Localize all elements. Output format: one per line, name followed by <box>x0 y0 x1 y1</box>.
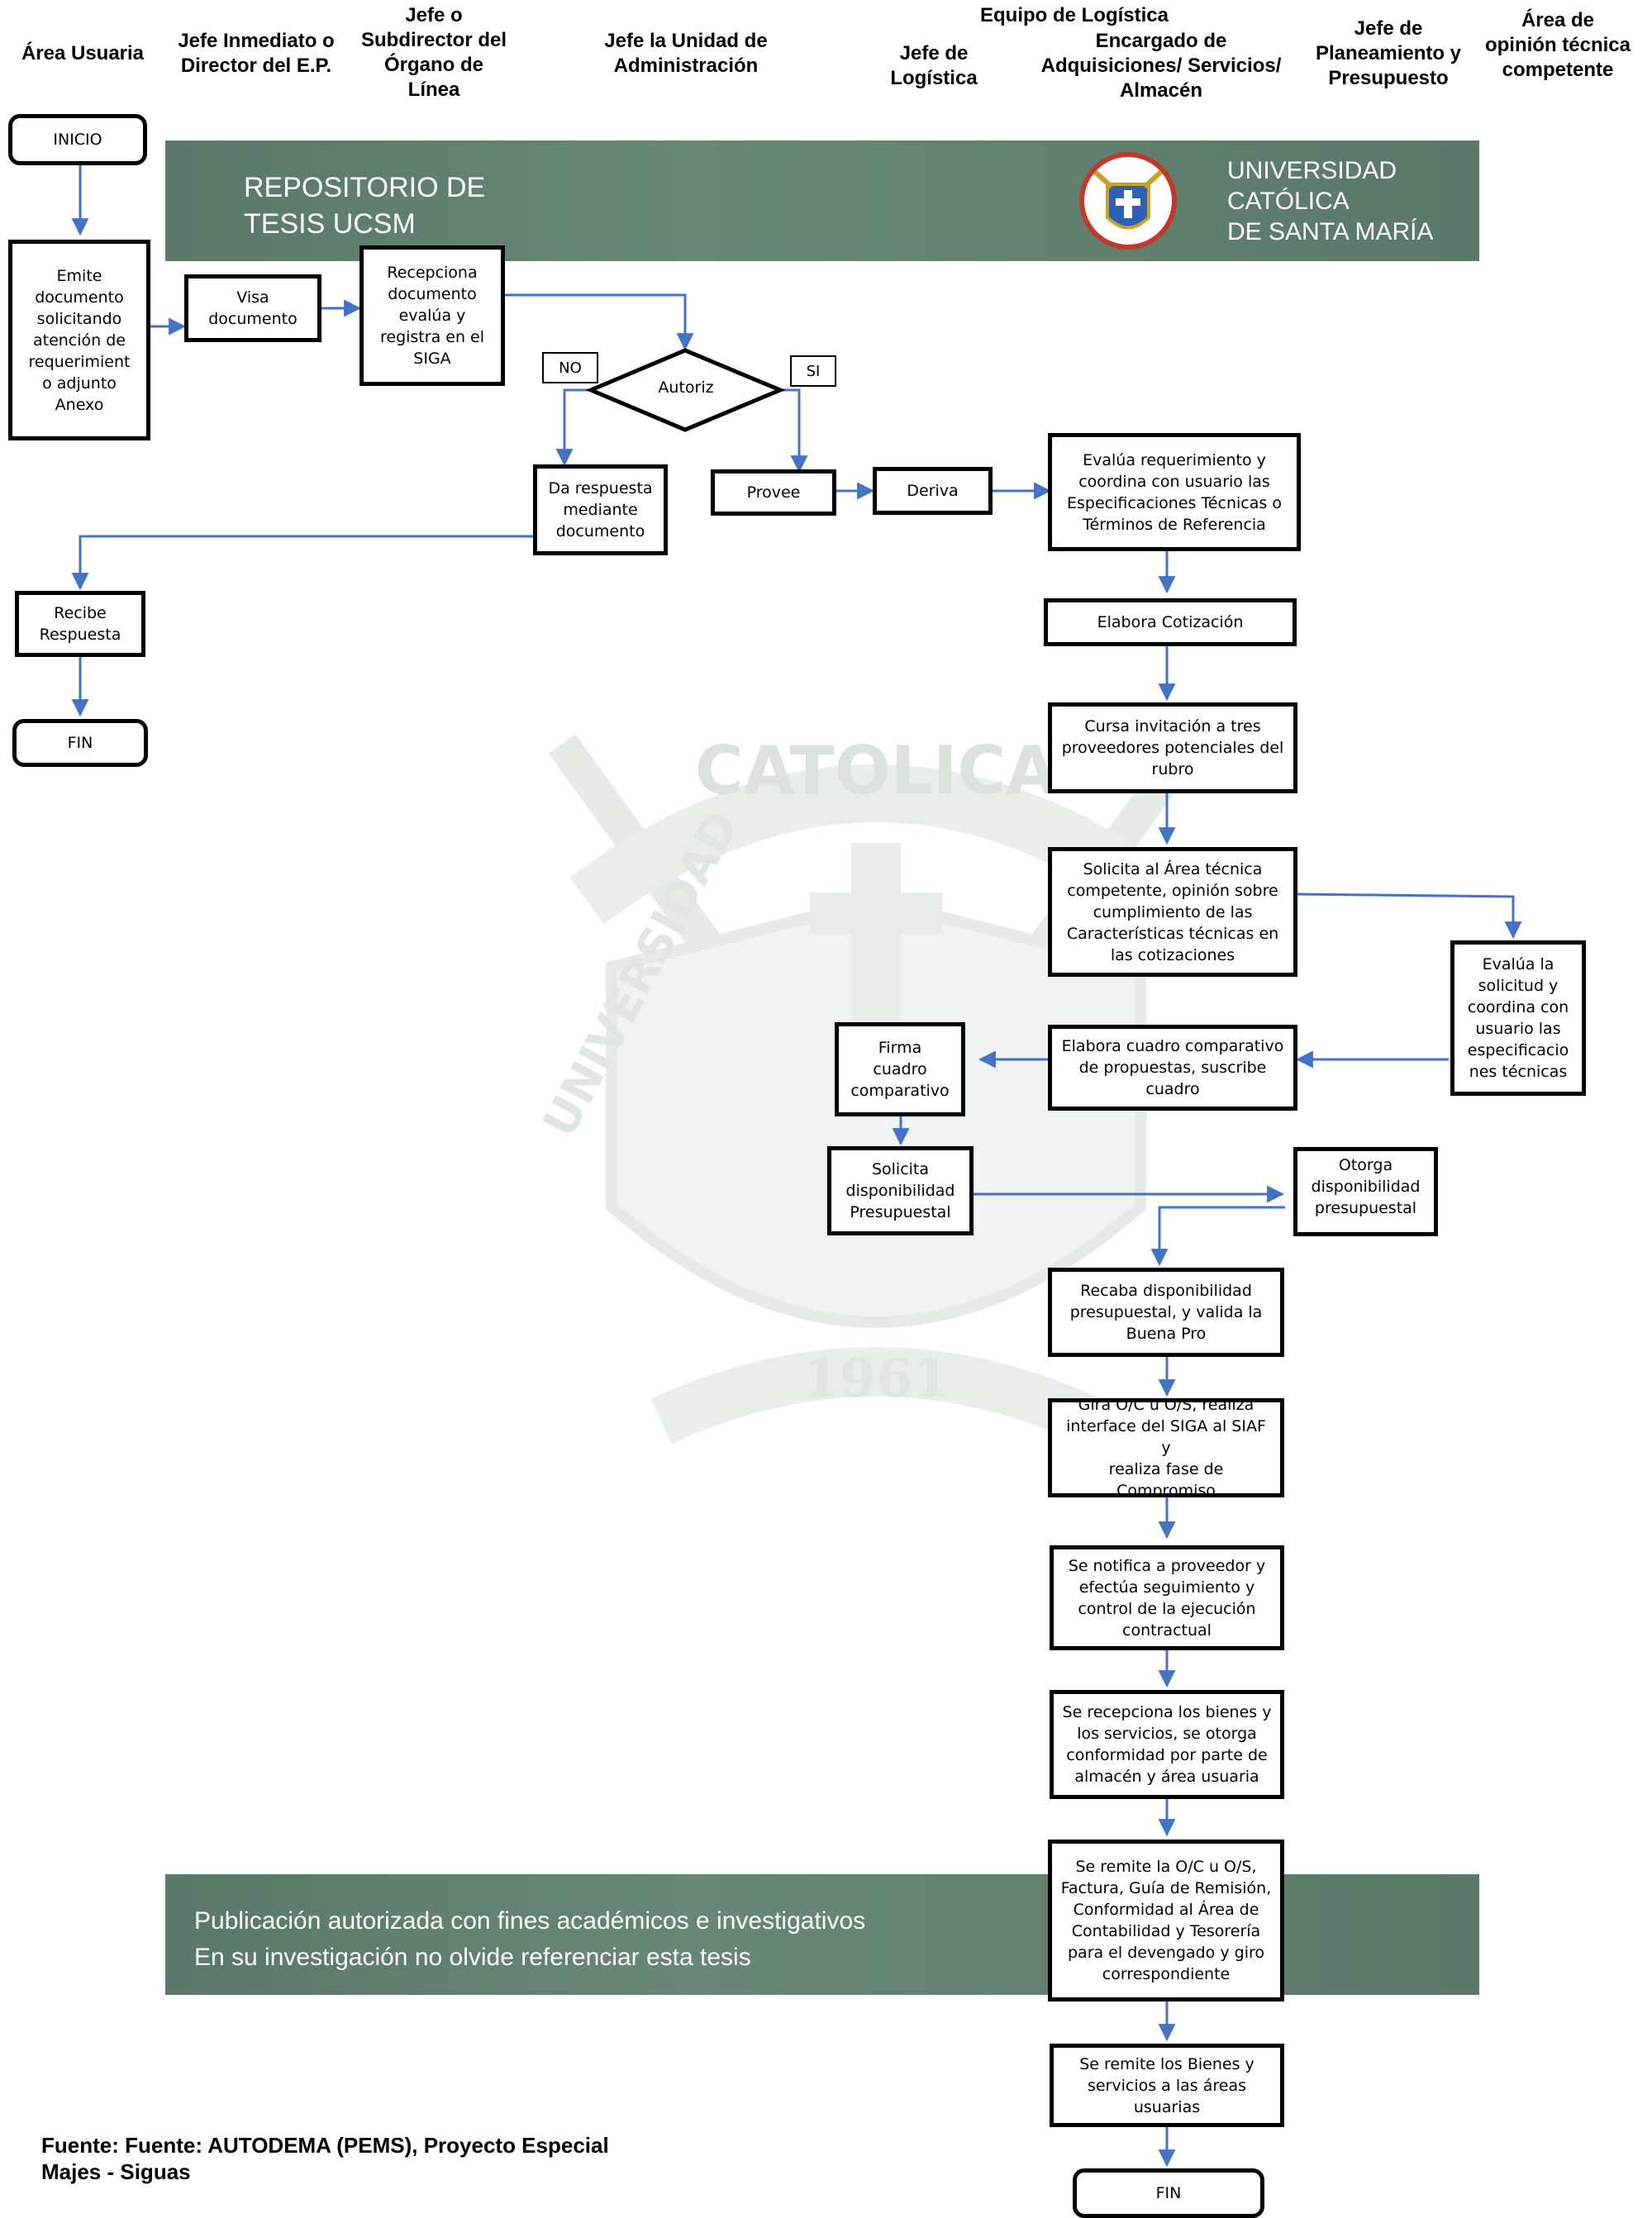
process-cursa-invitacion: Cursa invitación a tres proveedores pote… <box>1048 702 1297 793</box>
process-recaba-disponibilidad: Recaba disponibilidad presupuestal, y va… <box>1048 1268 1284 1357</box>
decision-diamond <box>585 348 786 432</box>
label-no: NO <box>542 352 598 383</box>
process-evalua-solicitud: Evalúa la solicitud y coordina con usuar… <box>1450 940 1586 1096</box>
header-jefe-logistica: Jefe de Logística <box>890 42 978 89</box>
header-jefe-subdirector: Jefe o Subdirector del Órgano de Línea <box>360 4 507 101</box>
process-solicita-disponibilidad: Solicita disponibilidad Presupuestal <box>827 1146 974 1235</box>
process-remite-bienes: Se remite los Bienes y servicios a las á… <box>1050 2044 1284 2127</box>
label-si: SI <box>790 355 836 387</box>
arrow-autoriz-si <box>780 388 808 474</box>
end-terminal-2: FIN <box>1073 2168 1264 2218</box>
process-solicita-area-tecnica: Solicita al Área técnica competente, opi… <box>1048 847 1297 977</box>
header-area-opinion: Área de opinión técnica competente <box>1484 9 1631 81</box>
start-terminal: INICIO <box>8 114 147 165</box>
process-emite-documento: Emite documento solicitando atención de … <box>8 240 150 440</box>
source-caption: Fuente: Fuente: AUTODEMA (PEMS), Proyect… <box>41 2133 609 2184</box>
banner-line-2: En su investigación no olvide referencia… <box>194 1944 751 1971</box>
banner-line-1: Publicación autorizada con fines académi… <box>194 1907 866 1935</box>
header-encargado: Encargado de Adquisiciones/ Servicios/ A… <box>1040 30 1282 102</box>
header-equipo-logistica: Equipo de Logística <box>979 4 1169 26</box>
university-seal-icon <box>1079 152 1177 250</box>
process-provee: Provee <box>711 469 836 516</box>
header-jefe-inmediato: Jefe Inmediato o Director del E.P. <box>178 30 335 77</box>
repository-banner-top: REPOSITORIO DE TESIS UCSM UNIVERSIDAD CA… <box>165 140 1479 261</box>
watermark-year: 1961 <box>802 1348 950 1410</box>
header-jefe-planeamiento: Jefe de Planeamiento y Presupuesto <box>1315 17 1462 89</box>
decision-autoriz-label: Autoriz <box>658 378 714 397</box>
process-remite-oc: Se remite la O/C u O/S, Factura, Guía de… <box>1048 1840 1284 2001</box>
header-jefe-unidad: Jefe la Unidad de Administración <box>604 30 768 77</box>
process-gira-oc: Gira O/C u O/S, realiza interface del SI… <box>1048 1398 1284 1497</box>
process-elabora-cotizacion: Elabora Cotización <box>1044 598 1297 646</box>
watermark-top-text: CATOLICA <box>695 732 1057 809</box>
university-name: UNIVERSIDAD CATÓLICA DE SANTA MARÍA <box>1227 157 1434 245</box>
process-recibe-respuesta: Recibe Respuesta <box>15 591 145 657</box>
process-elabora-cuadro: Elabora cuadro comparativo de propuestas… <box>1048 1025 1297 1111</box>
arrow-respuesta-recibe <box>71 535 533 591</box>
arrow-autoriz-no <box>555 388 591 467</box>
process-firma-cuadro: Firma cuadro comparativo <box>835 1022 965 1116</box>
repository-title: REPOSITORIO DE TESIS UCSM <box>244 172 486 240</box>
arrow-otorga-recaba <box>1150 1206 1285 1267</box>
process-otorga-disponibilidad: Otorga disponibilidad presupuestal <box>1293 1147 1438 1236</box>
process-da-respuesta: Da respuesta mediante documento <box>533 464 668 555</box>
arrow-recepciona-autoriz <box>505 293 694 351</box>
process-recepciona-documento: Recepciona documento evalúa y registra e… <box>359 245 505 386</box>
process-visa-documento: Visa documento <box>184 274 321 342</box>
arrow-solicita-evalua <box>1297 892 1522 940</box>
process-deriva: Deriva <box>873 467 993 515</box>
process-notifica-proveedor: Se notifica a proveedor y efectúa seguim… <box>1050 1545 1284 1650</box>
end-terminal-1: FIN <box>12 719 148 767</box>
process-recepciona-bienes: Se recepciona los bienes y los servicios… <box>1050 1690 1284 1799</box>
header-area-usuaria: Área Usuaria <box>21 42 145 64</box>
process-evalua-requerimiento: Evalúa requerimiento y coordina con usua… <box>1048 433 1301 551</box>
